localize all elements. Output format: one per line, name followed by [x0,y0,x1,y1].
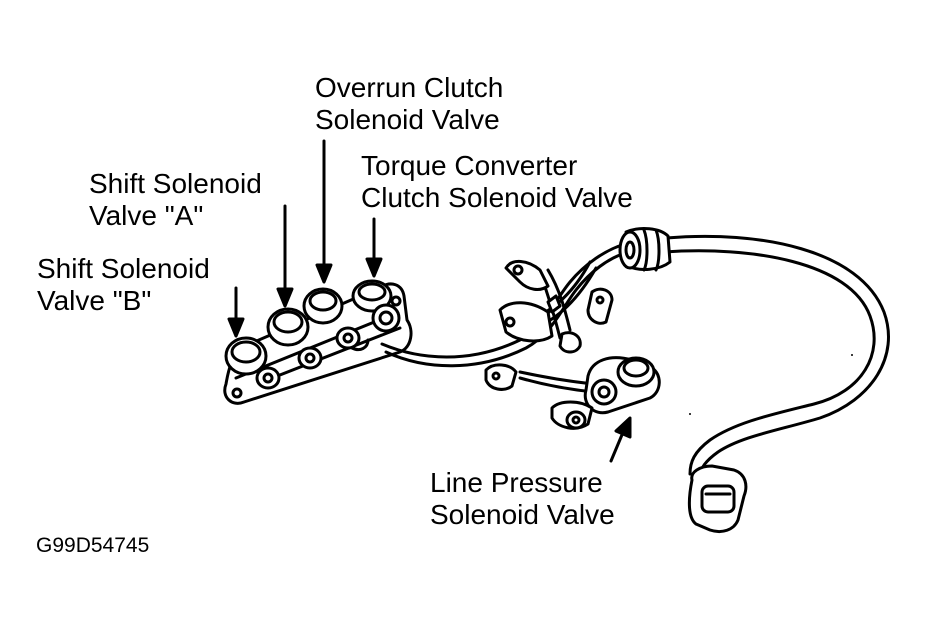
label-overrun-clutch: Overrun Clutch Solenoid Valve [315,72,503,136]
solenoid-valve-block [223,279,413,405]
label-line-pressure-line1: Line Pressure [430,467,603,498]
label-shift-solenoid-b-line2: Valve "B" [37,285,152,316]
harness-brackets [484,260,614,391]
harness-connector [687,464,748,534]
label-shift-solenoid-a: Shift Solenoid Valve "A" [89,168,262,232]
label-overrun-clutch-line1: Overrun Clutch [315,72,504,103]
label-shift-solenoid-b-line1: Shift Solenoid [37,253,210,284]
label-torque-converter: Torque Converter Clutch Solenoid Valve [361,150,633,214]
arrow-shift-solenoid-b [227,286,245,338]
figure-id: G99D54745 [36,534,150,557]
arrow-shift-solenoid-a [276,204,294,308]
arrow-overrun-clutch [315,139,333,284]
label-overrun-clutch-line2: Solenoid Valve [315,104,500,135]
line-pressure-solenoid [550,356,661,430]
wire-harness [380,234,890,478]
label-shift-solenoid-b: Shift Solenoid Valve "B" [37,253,210,317]
label-line-pressure-line2: Solenoid Valve [430,499,615,530]
label-shift-solenoid-a-line1: Shift Solenoid [89,168,262,199]
arrow-line-pressure [609,416,632,463]
label-shift-solenoid-a-line2: Valve "A" [89,200,204,231]
pointer-arrows [227,139,632,463]
label-line-pressure: Line Pressure Solenoid Valve [430,467,615,531]
arrow-torque-converter [365,217,383,278]
label-torque-converter-line2: Clutch Solenoid Valve [361,182,633,213]
label-torque-converter-line1: Torque Converter [361,150,578,181]
harness-grommet [618,227,672,272]
